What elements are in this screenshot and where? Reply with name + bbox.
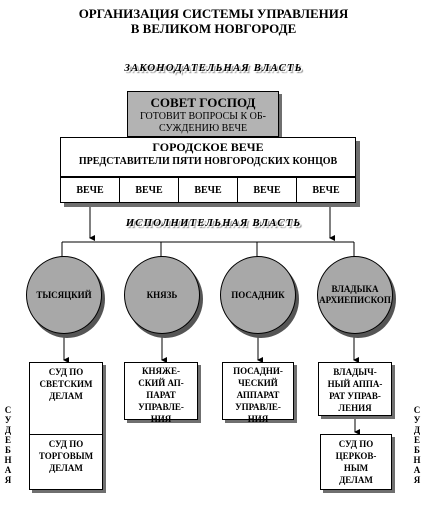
trade-court: СУД ПО ТОРГОВЫМ ДЕЛАМ xyxy=(30,435,102,474)
vladyka-label-line1: ВЛАДЫКА xyxy=(331,284,379,294)
princely-line: УПРАВЛЕ- xyxy=(138,402,184,412)
trade-court-line: ТОРГОВЫМ xyxy=(38,451,94,461)
diagram-title-line1: ОРГАНИЗАЦИЯ СИСТЕМЫ УПРАВЛЕНИЯ xyxy=(78,6,349,21)
princely-line: КНЯЖЕ- xyxy=(142,366,180,376)
city-veche-title: ГОРОДСКОЕ ВЕЧЕ xyxy=(152,140,264,154)
princely-line: НИЯ xyxy=(150,414,172,424)
veche-cell: ВЕЧЕ xyxy=(312,184,340,196)
council-title: СОВЕТ ГОСПОД xyxy=(150,95,256,110)
legislative-label: ЗАКОНОДАТЕЛЬНАЯ ВЛАСТЬ xyxy=(124,62,303,74)
veche-cell: ВЕЧЕ xyxy=(179,178,238,202)
tysyatsky-label: ТЫСЯЦКИЙ xyxy=(36,289,92,300)
vladyka-apparatus-line: ВЛАДЫЧ- xyxy=(333,367,377,377)
church-court-line: ДЕЛАМ xyxy=(339,475,373,485)
city-veche-subtitle: ПРЕДСТАВИТЕЛИ ПЯТИ НОВГОРОДСКИХ КОНЦОВ xyxy=(78,156,338,167)
vladyka-apparatus-line: ЛЕНИЯ xyxy=(338,403,372,413)
vladyka-apparatus-box: ВЛАДЫЧ- НЫЙ АППА- РАТ УПРАВ- ЛЕНИЯ xyxy=(318,362,392,416)
posadnik-label: ПОСАДНИК xyxy=(231,289,285,300)
executive-label: ИСПОЛНИТЕЛЬНАЯ ВЛАСТЬ xyxy=(125,217,302,229)
judicial-label-left: СУДЕБНАЯ xyxy=(4,405,12,485)
posadnik-apparatus-box: ПОСАДНИ- ЧЕСКИЙ АППАРАТ УПРАВЛЕ- НИЯ xyxy=(222,362,294,424)
church-court-line: СУД ПО xyxy=(338,439,374,449)
veche-cell: ВЕЧЕ xyxy=(238,178,297,202)
city-veche-box: ГОРОДСКОЕ ВЕЧЕ ПРЕДСТАВИТЕЛИ ПЯТИ НОВГОР… xyxy=(60,137,356,177)
princely-apparatus-box: КНЯЖЕ- СКИЙ АП- ПАРАТ УПРАВЛЕ- НИЯ xyxy=(124,362,198,424)
princely-line: ПАРАТ xyxy=(146,390,176,400)
veche-cell: ВЕЧЕ xyxy=(61,178,120,202)
trade-court-line: СУД ПО xyxy=(48,439,84,449)
tysyatsky-courts-box: СУД ПО СВЕТСКИМ ДЕЛАМ СУД ПО ТОРГОВЫМ ДЕ… xyxy=(29,362,103,490)
posadnik-oval: ПОСАДНИК xyxy=(220,256,296,334)
knyaz-label: КНЯЗЬ xyxy=(146,289,178,300)
diagram-title-line2: В ВЕЛИКОМ НОВГОРОДЕ xyxy=(130,21,297,36)
judicial-label-right: СУДЕБНАЯ xyxy=(413,405,421,485)
veche-cell: ВЕЧЕ xyxy=(120,178,179,202)
vladyka-apparatus-line: НЫЙ АППА- xyxy=(327,379,383,389)
veche-row: ВЕЧЕ ВЕЧЕ ВЕЧЕ ВЕЧЕ ВЕЧЕ xyxy=(60,177,356,203)
council-subtitle-line2: СУЖДЕНИЮ ВЕЧЕ xyxy=(158,123,248,134)
council-of-lords-box: СОВЕТ ГОСПОД ГОТОВИТ ВОПРОСЫ К ОБ- СУЖДЕ… xyxy=(127,91,279,137)
vladyka-label-line2: АРХИЕПИСКОП xyxy=(319,295,391,305)
secular-court-line: СВЕТСКИМ xyxy=(39,379,93,389)
posadnik-apparatus-line: ЧЕСКИЙ xyxy=(238,378,278,388)
tysyatsky-oval: ТЫСЯЦКИЙ xyxy=(26,256,102,334)
secular-court-line: СУД ПО xyxy=(48,367,84,377)
posadnik-apparatus-line: АППАРАТ xyxy=(236,390,280,400)
princely-line: СКИЙ АП- xyxy=(138,378,184,388)
trade-court-line: ДЕЛАМ xyxy=(49,463,83,473)
secular-court: СУД ПО СВЕТСКИМ ДЕЛАМ xyxy=(30,363,102,435)
posadnik-apparatus-line: НИЯ xyxy=(247,414,269,424)
posadnik-apparatus-line: УПРАВЛЕ- xyxy=(235,402,281,412)
church-court-line: ЦЕРКОВ- xyxy=(335,451,377,461)
vladyka-apparatus-line: РАТ УПРАВ- xyxy=(329,391,381,401)
church-court-line: НЫМ xyxy=(343,463,369,473)
council-subtitle-line1: ГОТОВИТ ВОПРОСЫ К ОБ- xyxy=(140,111,266,122)
knyaz-oval: КНЯЗЬ xyxy=(124,256,200,334)
secular-court-line: ДЕЛАМ xyxy=(49,391,83,401)
church-court-box: СУД ПО ЦЕРКОВ- НЫМ ДЕЛАМ xyxy=(320,434,392,490)
posadnik-apparatus-line: ПОСАДНИ- xyxy=(233,366,283,376)
